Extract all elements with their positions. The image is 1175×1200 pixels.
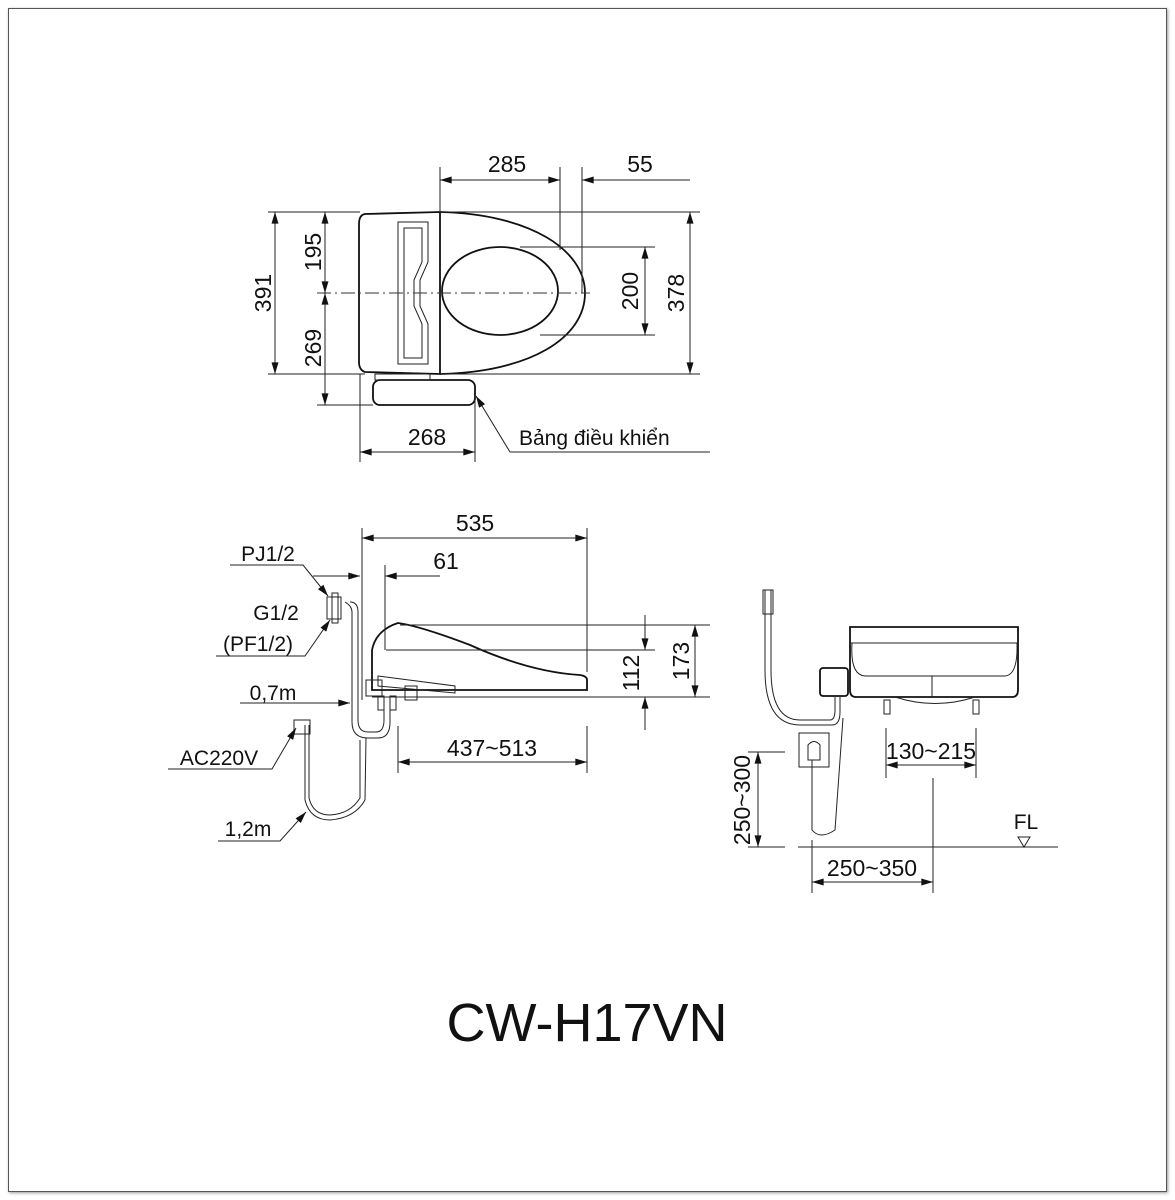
- dim-437-513: 437~513: [447, 735, 537, 761]
- model-title: CW-H17VN: [446, 993, 727, 1053]
- water-hose: [349, 601, 385, 733]
- dim-285: 285: [488, 151, 526, 177]
- side-view: 535 61 112 173 437~513 PJ1/2 G1/2 (PF1/2…: [168, 510, 710, 842]
- hose-connector: [762, 589, 774, 615]
- seat-side-profile: [371, 622, 588, 691]
- seat-rear-body: [849, 626, 1019, 698]
- dim-173: 173: [668, 642, 694, 680]
- label-g: G1/2: [253, 602, 299, 625]
- dim-61: 61: [433, 548, 459, 574]
- top-view: 285 55 391 195 269 200 378 268 Bảng đi: [250, 151, 710, 462]
- wall-outlet: [798, 732, 830, 768]
- angle-valve: [326, 596, 342, 620]
- power-cord: [304, 725, 367, 821]
- dim-200: 200: [617, 272, 643, 310]
- dim-55: 55: [627, 151, 653, 177]
- dim-250-300: 250~300: [729, 755, 755, 845]
- label-pf: (PF1/2): [223, 633, 293, 656]
- valve-box: [819, 667, 849, 697]
- dim-250-350: 250~350: [827, 855, 917, 881]
- dim-378: 378: [663, 274, 689, 312]
- label-power: AC220V: [180, 747, 258, 770]
- dim-112: 112: [618, 655, 644, 692]
- label-pj: PJ1/2: [241, 543, 295, 566]
- floor-label: FL: [1014, 811, 1039, 834]
- dim-535: 535: [456, 510, 494, 536]
- power-plug: [293, 719, 311, 735]
- rear-view: 130~215 250~300 FL 250~350: [729, 589, 1058, 893]
- dim-269: 269: [300, 329, 326, 367]
- dim-268: 268: [408, 424, 446, 450]
- label-cord-length: 1,2m: [225, 818, 272, 841]
- control-panel: [372, 379, 476, 406]
- dim-130-215: 130~215: [886, 738, 976, 764]
- seat-rear-block: [358, 211, 441, 375]
- label-hose-length: 0,7m: [250, 682, 297, 705]
- dim-391: 391: [250, 274, 276, 312]
- control-panel-label: Bảng điều khiển: [519, 427, 670, 450]
- dim-195: 195: [300, 233, 326, 271]
- seat-hinge-cover: [397, 221, 429, 365]
- seat-opening: [441, 246, 559, 336]
